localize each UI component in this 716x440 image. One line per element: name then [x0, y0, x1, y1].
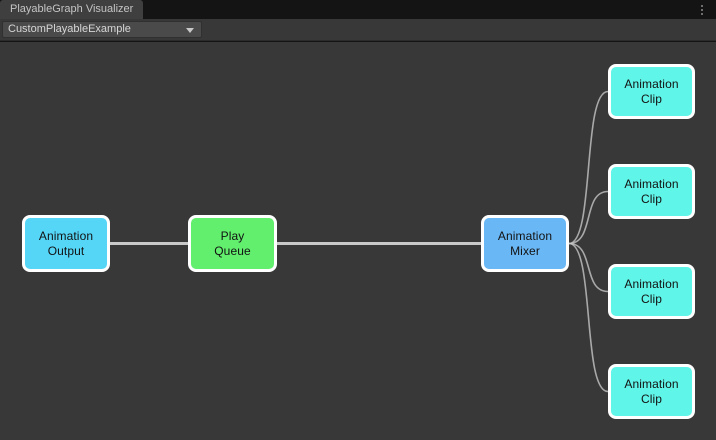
node-label-line2: Clip [640, 291, 663, 306]
node-label-line2: Clip [640, 391, 663, 406]
graph-edge-mixer-to-clip3 [568, 242, 609, 293]
node-label-line2: Queue [214, 243, 251, 258]
node-label-line1: Animation [38, 228, 94, 243]
kebab-dot [701, 12, 703, 15]
node-label-line2: Mixer [510, 243, 540, 258]
toolbar: CustomPlayableExample [0, 19, 716, 41]
node-label-line2: Clip [640, 191, 663, 206]
node-label-line1: Animation [624, 276, 679, 291]
graph-selector-dropdown[interactable]: CustomPlayableExample [2, 21, 202, 38]
node-label-line1: Animation [497, 228, 553, 243]
node-label-line1: Animation [624, 76, 679, 91]
graph-edge-mixer-to-clip4 [568, 242, 609, 393]
tab-label: PlayableGraph Visualizer [10, 3, 134, 15]
graph-edge-mixer-to-clip1 [568, 90, 609, 245]
node-label-line1: Animation [624, 176, 679, 191]
tab-playable-graph-visualizer[interactable]: PlayableGraph Visualizer [0, 0, 144, 19]
graph-edge-mixer-to-clip2 [568, 190, 609, 245]
chevron-down-icon [186, 28, 194, 33]
node-label-line2: Output [47, 243, 85, 258]
kebab-menu-icon[interactable] [696, 2, 708, 17]
kebab-dot [701, 8, 703, 11]
node-label-line2: Clip [640, 91, 663, 106]
node-label-line1: Animation [624, 376, 679, 391]
kebab-dot [701, 4, 703, 7]
node-label-line1: Play [220, 228, 245, 243]
window-tab-bar: PlayableGraph Visualizer [0, 0, 716, 19]
graph-selector-value: CustomPlayableExample [8, 23, 131, 35]
